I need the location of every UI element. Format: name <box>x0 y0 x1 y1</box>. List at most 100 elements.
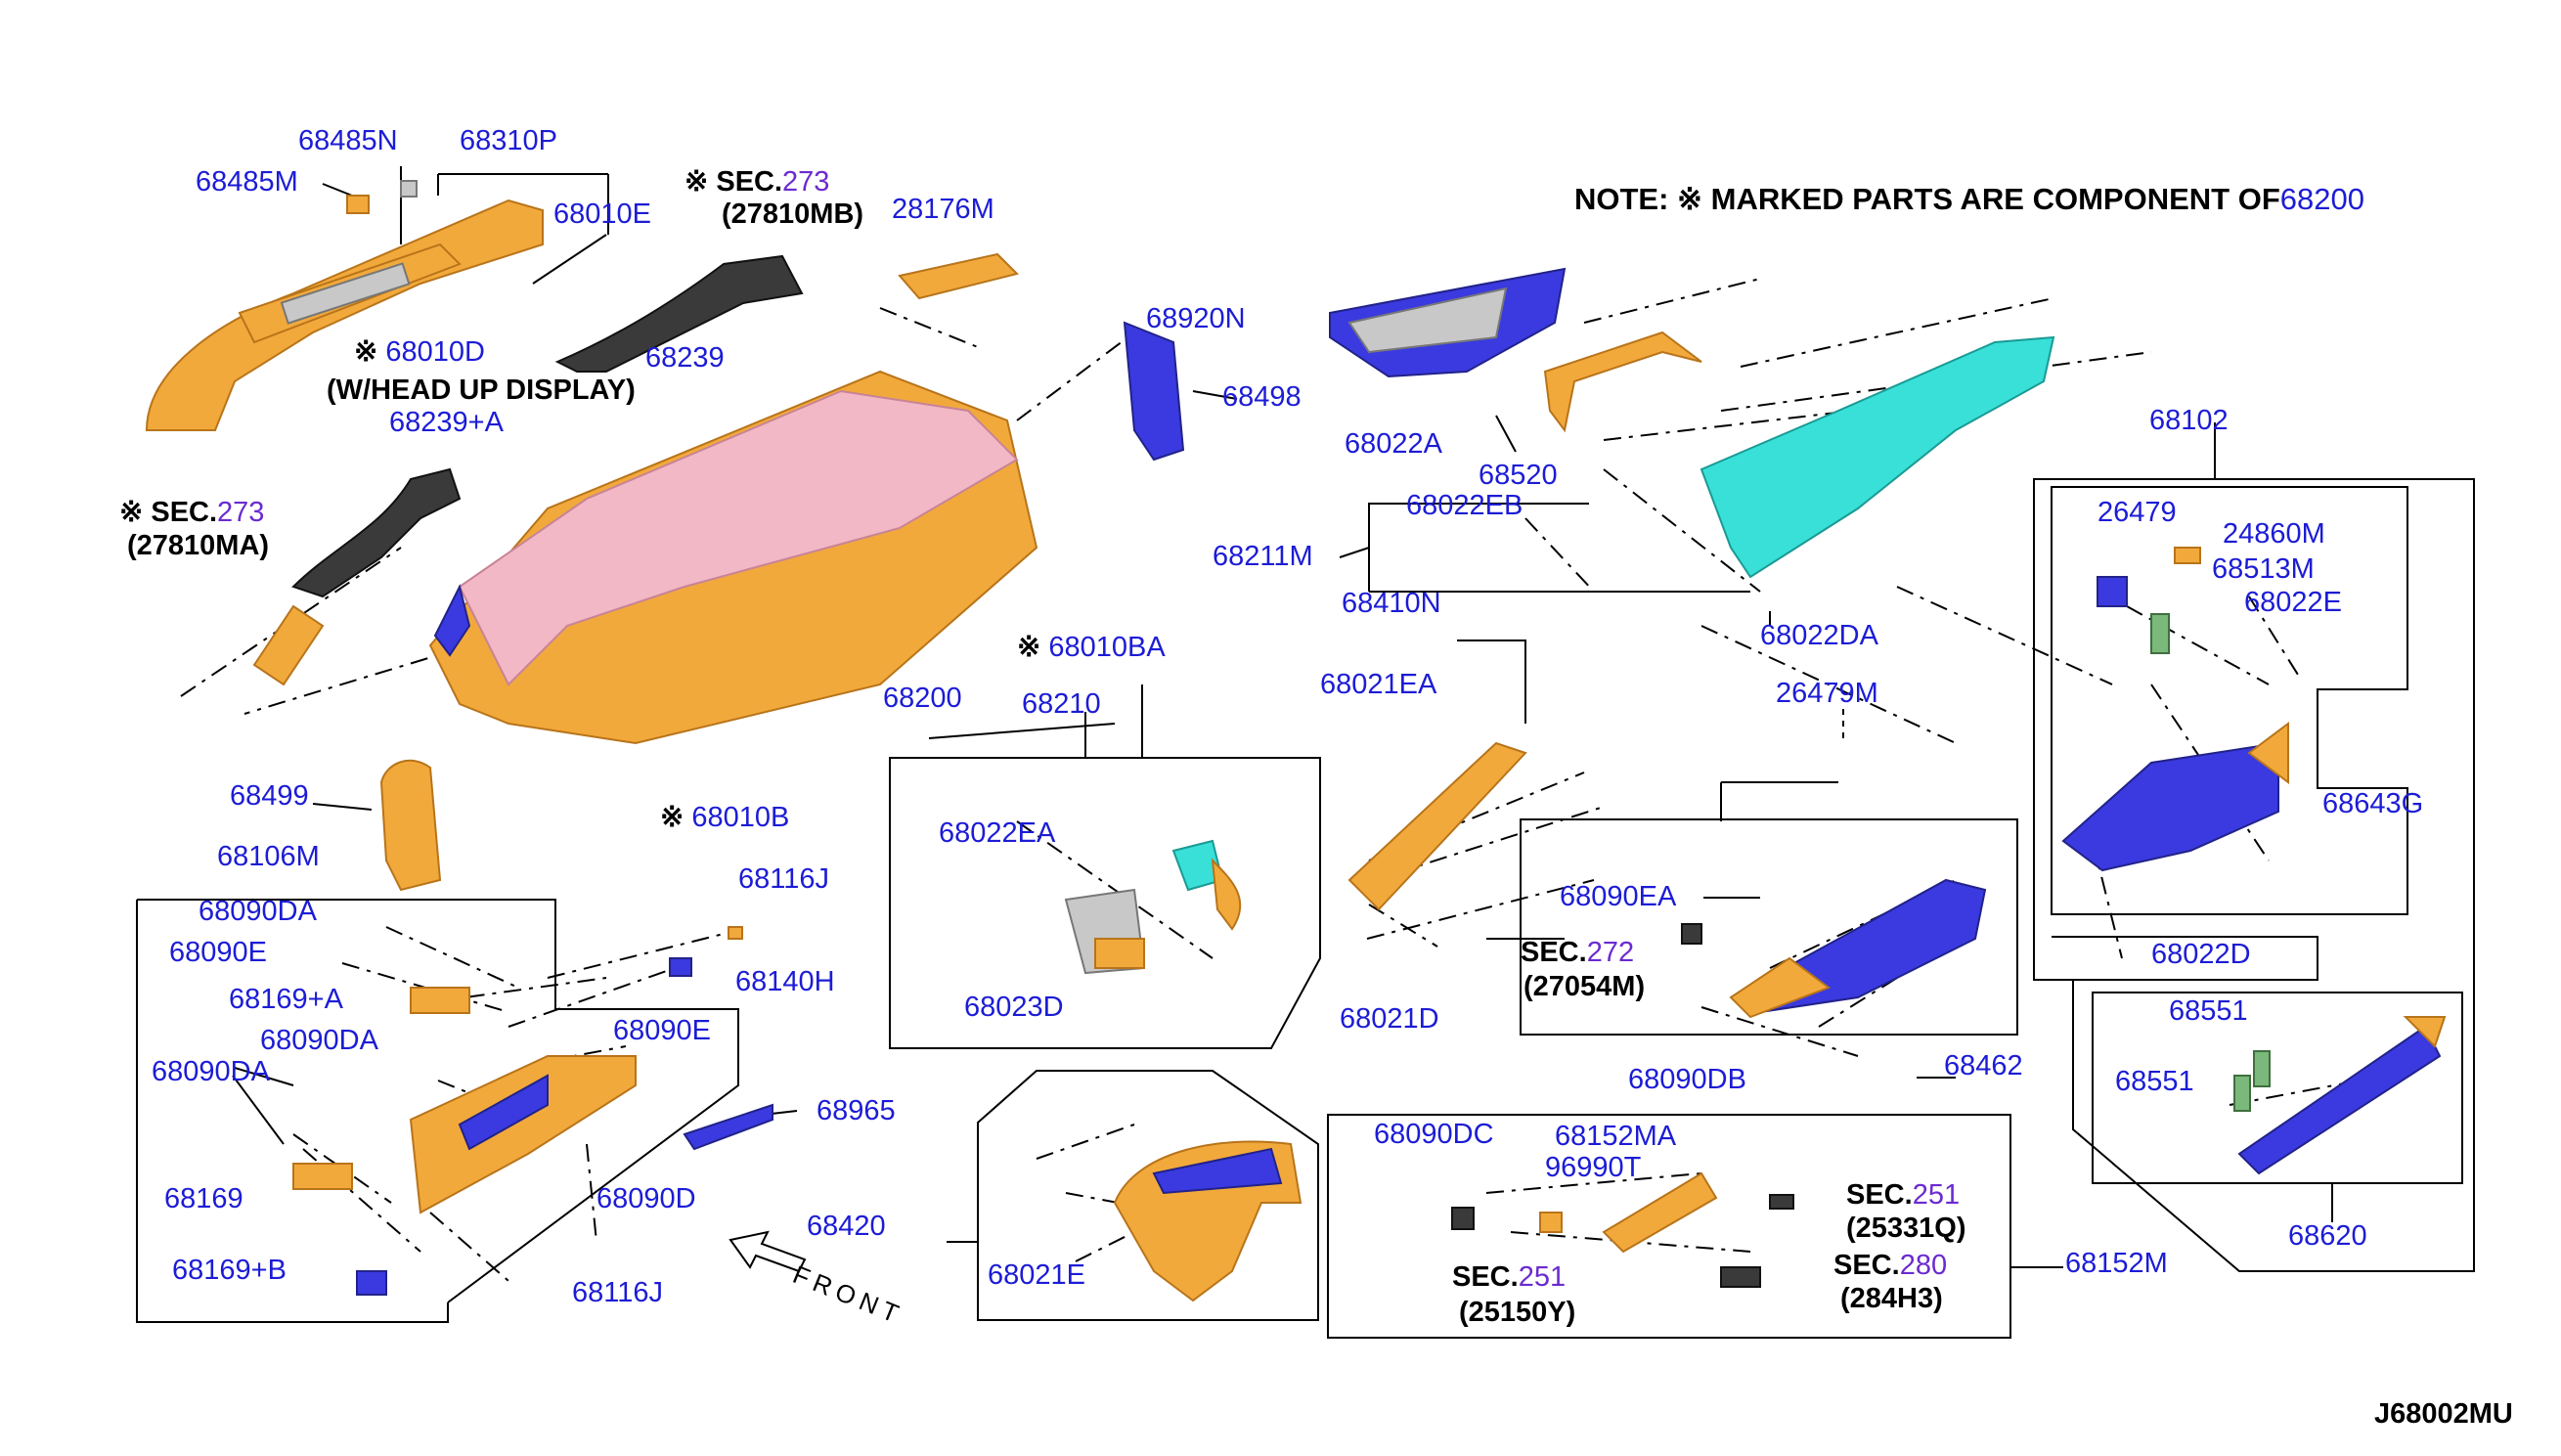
box-68152M <box>1327 1114 2011 1339</box>
label-68551-lower[interactable]: 68551 <box>2115 1066 2194 1097</box>
label-68239A[interactable]: 68239+A <box>389 407 504 438</box>
label-68021EA[interactable]: 68021EA <box>1320 669 1437 700</box>
note-ref-part: 68200 <box>2279 182 2364 216</box>
label-68239[interactable]: 68239 <box>645 342 725 374</box>
label-68021D[interactable]: 68021D <box>1340 1003 1439 1035</box>
label-68022D[interactable]: 68022D <box>2151 939 2251 970</box>
label-sec251-25150Y[interactable]: SEC.251 <box>1452 1261 1567 1293</box>
duct-27810MB <box>554 254 804 373</box>
label-sec251-25331Q[interactable]: SEC.251 <box>1846 1179 1961 1211</box>
label-68620[interactable]: 68620 <box>2288 1220 2367 1252</box>
panel-pad-pink <box>458 389 1019 686</box>
label-68010B[interactable]: ※ 68010B <box>660 802 790 833</box>
diagram-code: J68002MU <box>2374 1398 2513 1430</box>
label-68090DA-1[interactable]: 68090DA <box>199 896 317 927</box>
label-68106M[interactable]: 68106M <box>217 841 320 872</box>
label-68010E[interactable]: 68010E <box>553 199 651 230</box>
label-sec273-27810MA[interactable]: ※ SEC.273 <box>119 497 265 528</box>
box-68620 <box>2092 992 2463 1184</box>
label-68420[interactable]: 68420 <box>807 1211 886 1242</box>
label-68116J-lower[interactable]: 68116J <box>572 1277 663 1308</box>
label-68021E[interactable]: 68021E <box>988 1259 1085 1291</box>
label-68513M[interactable]: 68513M <box>2212 553 2315 585</box>
label-68310P[interactable]: 68310P <box>460 125 557 156</box>
grille-28176M <box>898 252 1019 300</box>
label-96990T[interactable]: 96990T <box>1545 1152 1642 1183</box>
label-26479[interactable]: 26479 <box>2097 497 2177 528</box>
box-68022D <box>2052 936 2318 981</box>
box-26479M <box>1520 818 2018 1036</box>
label-68090E-2[interactable]: 68090E <box>613 1015 711 1046</box>
label-68022E[interactable]: 68022E <box>2244 587 2342 618</box>
label-68022DA[interactable]: 68022DA <box>1760 620 1878 651</box>
label-68169B[interactable]: 68169+B <box>172 1255 287 1286</box>
label-68090DC[interactable]: 68090DC <box>1374 1119 1494 1150</box>
box-68420 <box>977 1070 1319 1321</box>
box-68106M-frame <box>136 900 449 1323</box>
box-68106M-frame-right <box>137 899 739 1303</box>
label-68965[interactable]: 68965 <box>817 1095 896 1126</box>
note-header: NOTE: ※ MARKED PARTS ARE COMPONENT OF682… <box>1574 184 2364 214</box>
label-68022EA[interactable]: 68022EA <box>939 817 1056 849</box>
label-68010D[interactable]: ※ 68010D <box>354 336 485 368</box>
label-68090DA-2[interactable]: 68090DA <box>260 1025 378 1056</box>
label-68211M[interactable]: 68211M <box>1213 541 1313 572</box>
label-sec272-27054M-sub: (27054M) <box>1523 971 1646 1002</box>
label-68551-upper[interactable]: 68551 <box>2169 995 2248 1027</box>
label-26479M[interactable]: 26479M <box>1776 678 1878 709</box>
box-68102-inner <box>2051 486 2408 915</box>
panel-68152MA <box>1602 1171 1718 1254</box>
label-sec273-27810MA-sub: (27810MA) <box>127 530 270 561</box>
label-68169A[interactable]: 68169+A <box>229 984 343 1015</box>
label-68210[interactable]: 68210 <box>1022 688 1101 720</box>
label-28176M[interactable]: 28176M <box>892 194 994 225</box>
box-68210 <box>889 757 1321 1049</box>
label-sec280-284H3-sub: (284H3) <box>1840 1283 1943 1314</box>
label-68090DB[interactable]: 68090DB <box>1628 1064 1746 1095</box>
label-68643G[interactable]: 68643G <box>2322 788 2424 819</box>
label-sec273-27810MB-sub: (27810MB) <box>722 199 864 230</box>
label-68520[interactable]: 68520 <box>1479 460 1558 491</box>
label-68010BA[interactable]: ※ 68010BA <box>1017 632 1166 663</box>
label-68090D[interactable]: 68090D <box>596 1183 696 1214</box>
label-68022A[interactable]: 68022A <box>1345 428 1442 460</box>
note-text: NOTE: ※ MARKED PARTS ARE COMPONENT OF <box>1574 182 2280 216</box>
label-68485N[interactable]: 68485N <box>298 125 398 156</box>
label-68920N[interactable]: 68920N <box>1146 303 1246 334</box>
label-68090E-1[interactable]: 68090E <box>169 937 267 968</box>
finisher-68620 <box>2237 1025 2442 1175</box>
label-68152M[interactable]: 68152M <box>2065 1248 2168 1279</box>
box-68102-outer <box>2033 478 2475 1272</box>
label-68090DA-3[interactable]: 68090DA <box>152 1056 270 1087</box>
box-68106M-body <box>409 1055 637 1214</box>
label-68140H[interactable]: 68140H <box>735 966 835 997</box>
label-68152MA[interactable]: 68152MA <box>1555 1121 1677 1152</box>
part-68965 <box>683 1103 773 1151</box>
duct-27810MA <box>291 467 462 598</box>
label-sec280-284H3[interactable]: SEC.280 <box>1833 1250 1948 1281</box>
label-68410N[interactable]: 68410N <box>1342 588 1441 619</box>
label-sec272-27054M[interactable]: SEC.272 <box>1521 937 1635 968</box>
label-68169[interactable]: 68169 <box>164 1183 243 1214</box>
label-24860M[interactable]: 24860M <box>2223 518 2325 550</box>
label-68116J-upper[interactable]: 68116J <box>738 863 829 895</box>
label-sec251-25331Q-sub: (25331Q) <box>1846 1213 1966 1244</box>
cover-68498 <box>1123 321 1185 462</box>
label-68499[interactable]: 68499 <box>230 780 309 812</box>
panel-68102 <box>2061 741 2279 872</box>
label-68200[interactable]: 68200 <box>883 683 962 714</box>
label-68462[interactable]: 68462 <box>1944 1050 2023 1081</box>
vent-28176 <box>252 604 325 686</box>
label-68023D[interactable]: 68023D <box>964 992 1064 1023</box>
front-arrow-icon <box>729 1230 807 1273</box>
label-68022EB[interactable]: 68022EB <box>1406 490 1523 521</box>
bracket-68520 <box>1543 331 1702 433</box>
label-68102[interactable]: 68102 <box>2149 405 2229 436</box>
label-68485M[interactable]: 68485M <box>196 166 298 198</box>
label-head-up-display: (W/HEAD UP DISPLAY) <box>327 375 636 406</box>
label-68090EA[interactable]: 68090EA <box>1560 881 1677 912</box>
label-68498[interactable]: 68498 <box>1222 381 1302 413</box>
label-sec273-27810MB[interactable]: ※ SEC.273 <box>684 166 830 198</box>
